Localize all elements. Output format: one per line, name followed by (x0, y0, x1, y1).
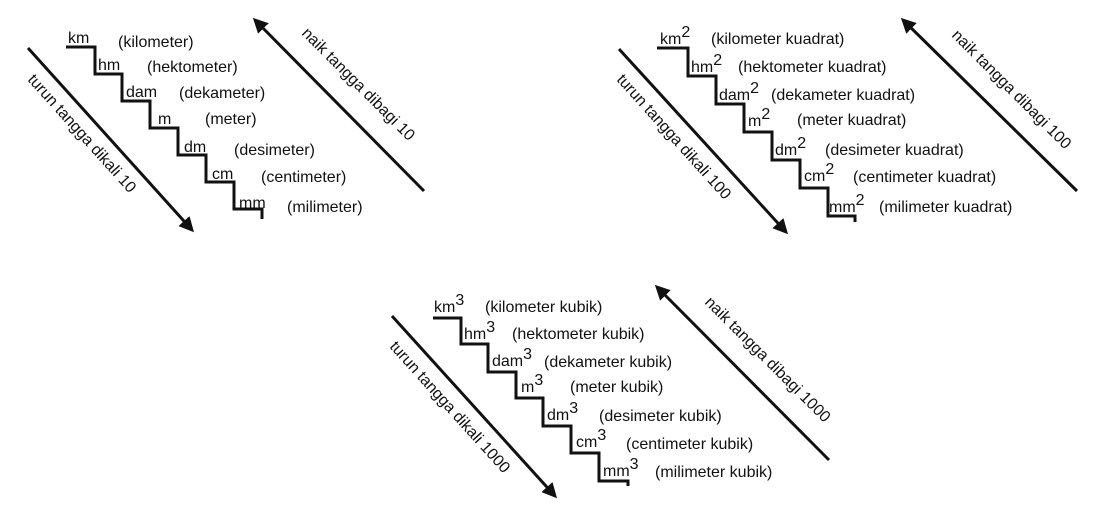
unit-exponent: 2 (761, 106, 770, 123)
unit-name: (meter kuadrat) (797, 112, 906, 129)
unit-name: (hektometer kuadrat) (738, 59, 887, 76)
unit-symbol: hm (98, 57, 120, 74)
unit-symbol: cm (212, 166, 233, 183)
unit-name: (desimeter) (234, 142, 315, 159)
arrow-down-volume (390, 314, 558, 499)
unit-name: (dekameter kubik) (544, 354, 672, 371)
unit-row: km (68, 30, 89, 47)
arrow-up-volume (654, 284, 831, 462)
unit-name: (desimeter kuadrat) (825, 142, 964, 159)
unit-row: dam3 (492, 346, 532, 370)
panel-length: turun tangga dikali 10 naik tangga dibag… (24, 17, 426, 233)
unit-name: (dekameter kuadrat) (771, 87, 915, 104)
unit-symbol: m (748, 113, 761, 130)
unit-symbol: mm (239, 195, 266, 212)
unit-symbol: km (660, 31, 681, 48)
unit-row: mm2 (829, 192, 865, 216)
unit-name: (hektometer kubik) (512, 326, 645, 343)
unit-name: (kilometer) (118, 34, 194, 51)
unit-row: dam2 (719, 80, 759, 104)
unit-name: (milimeter) (287, 199, 363, 216)
unit-rows-length: km (kilometer) hm (hektometer) dam (deka… (68, 30, 363, 216)
unit-row: hm3 (464, 319, 495, 343)
unit-row: m (158, 111, 171, 128)
unit-row: m3 (521, 372, 543, 396)
unit-symbol: dm (775, 142, 797, 159)
unit-exponent: 3 (486, 319, 495, 336)
unit-name: (centimeter kuadrat) (853, 169, 996, 186)
unit-exponent: 3 (630, 456, 639, 473)
unit-symbol: mm (603, 463, 630, 480)
unit-name: (hektometer) (147, 59, 238, 76)
panel-volume: turun tangga dikali 1000 naik tangga dib… (386, 284, 833, 499)
unit-symbol: dm (184, 139, 206, 156)
unit-exponent: 2 (681, 24, 690, 41)
unit-symbol: hm (691, 59, 713, 76)
staircase-area (657, 46, 857, 222)
unit-exponent: 2 (856, 192, 865, 209)
unit-exponent: 2 (825, 161, 834, 178)
unit-row: hm2 (691, 52, 722, 76)
unit-row: mm (239, 195, 266, 212)
label-up-length: naik tangga dibagi 10 (298, 25, 418, 145)
unit-name: (centimeter) (261, 169, 346, 186)
arrow-down-length (26, 46, 195, 233)
unit-exponent: 3 (523, 346, 532, 363)
unit-name: (dekameter) (179, 85, 265, 102)
unit-exponent: 2 (713, 52, 722, 69)
unit-row: m2 (748, 106, 770, 130)
unit-exponent: 2 (750, 80, 759, 97)
unit-row: cm3 (576, 427, 606, 451)
arrow-up-length (252, 17, 426, 193)
unit-symbol: mm (829, 199, 856, 216)
unit-name: (kilometer kubik) (485, 299, 602, 316)
unit-row: dm3 (547, 400, 578, 424)
unit-row: km2 (660, 24, 690, 48)
unit-exponent: 2 (797, 135, 806, 152)
unit-exponent: 3 (569, 400, 578, 417)
unit-name: (centimeter kubik) (626, 436, 753, 453)
label-up-volume: naik tangga dibagi 1000 (701, 294, 833, 426)
unit-row: mm3 (603, 456, 639, 480)
unit-row: cm2 (804, 161, 834, 185)
unit-row: dam (126, 84, 157, 101)
unit-symbol: dam (719, 87, 750, 104)
unit-symbol: hm (464, 326, 486, 343)
unit-row: cm (212, 166, 233, 183)
arrow-up-area (900, 17, 1079, 193)
arrow-down-area (617, 47, 789, 235)
unit-symbol: km (68, 30, 89, 47)
unit-symbol: cm (576, 434, 597, 451)
unit-name: (meter) (205, 111, 257, 128)
unit-symbol: dam (126, 84, 157, 101)
unit-symbol: dm (547, 407, 569, 424)
unit-row: hm (98, 57, 120, 74)
unit-rows-volume: km3 (kilometer kubik) hm3 (hektometer ku… (434, 292, 772, 481)
unit-symbol: cm (804, 168, 825, 185)
unit-name: (kilometer kuadrat) (711, 31, 844, 48)
unit-name: (milimeter kubik) (655, 464, 772, 481)
staircase-volume (433, 316, 630, 486)
unit-row: km3 (434, 292, 464, 316)
staircase-length (66, 45, 264, 219)
unit-symbol: m (158, 111, 171, 128)
unit-exponent: 3 (534, 372, 543, 389)
unit-row: dm (184, 139, 206, 156)
panel-area: turun tangga dikali 100 naik tangga diba… (613, 17, 1079, 235)
unit-rows-area: km2 (kilometer kuadrat) hm2 (hektometer … (660, 24, 1012, 216)
unit-row: dm2 (775, 135, 806, 159)
unit-symbol: km (434, 299, 455, 316)
label-up-area: naik tangga dibagi 100 (948, 27, 1074, 153)
unit-name: (desimeter kubik) (599, 408, 722, 425)
unit-symbol: m (521, 379, 534, 396)
unit-symbol: dam (492, 353, 523, 370)
unit-name: (milimeter kuadrat) (879, 199, 1012, 216)
unit-exponent: 3 (597, 427, 606, 444)
unit-exponent: 3 (455, 292, 464, 309)
unit-name: (meter kubik) (570, 379, 663, 396)
